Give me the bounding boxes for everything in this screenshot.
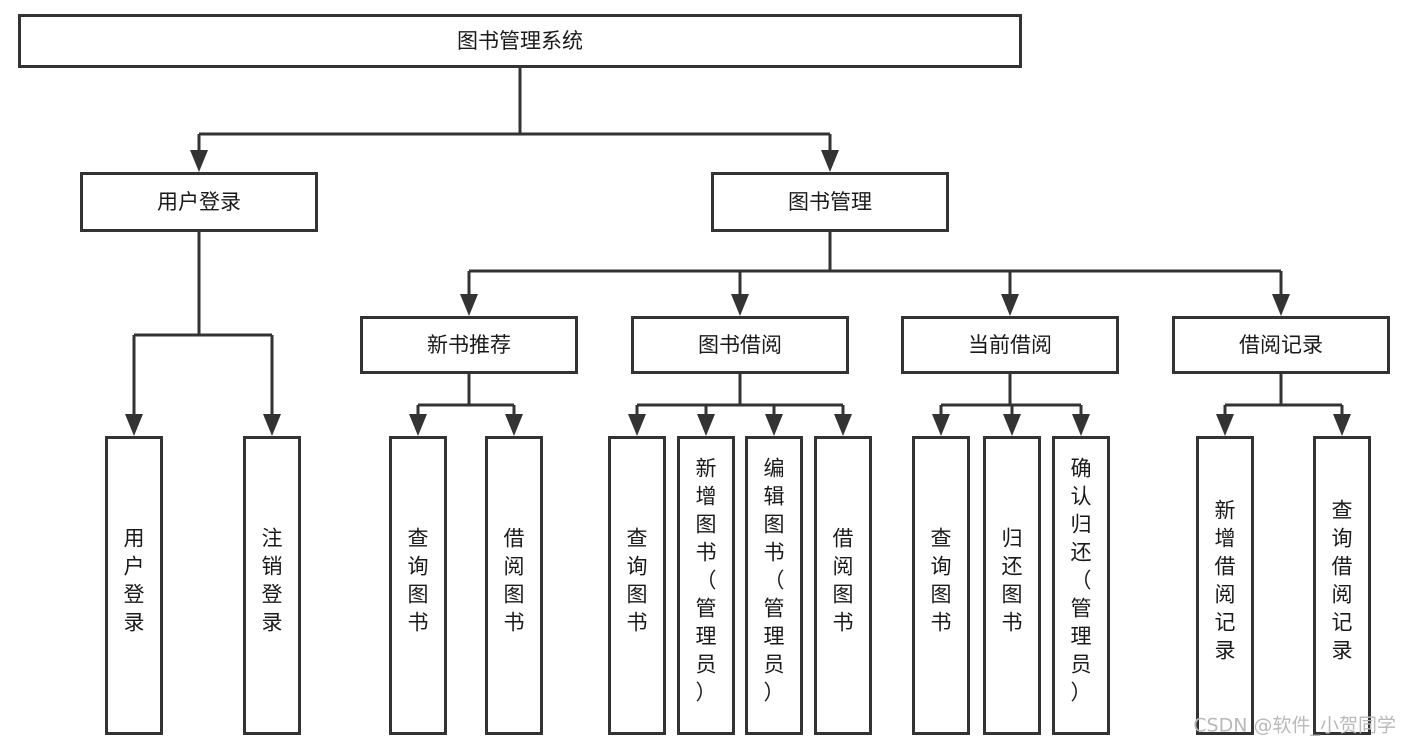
arrow-head-icon [1001, 294, 1019, 316]
watermark-label: CSDN @软件_小贺同学 [1193, 715, 1396, 737]
node-box[interactable] [677, 436, 735, 735]
node-label: 用户登录 [124, 527, 145, 635]
node-label: 编辑图书（管理员） [764, 457, 785, 705]
node-label: 确认归还（管理员） [1071, 457, 1092, 705]
node-box[interactable] [105, 436, 163, 735]
arrow-head-icon [409, 414, 427, 436]
connector-group [409, 374, 523, 436]
node-root[interactable]: 图书管理系统 [18, 14, 1022, 68]
arrow-head-icon [1272, 294, 1290, 316]
node-box[interactable] [745, 436, 803, 735]
arrow-head-icon [834, 414, 852, 436]
node-layer: 图书管理系统用户登录图书管理新书推荐图书借阅当前借阅借阅记录用户登录注销登录查询… [18, 14, 1390, 735]
node-label: 新增图书（管理员） [696, 457, 717, 705]
node-leaf-query-record[interactable]: 查询借阅记录 [1313, 436, 1371, 735]
node-label: 图书借阅 [698, 333, 782, 357]
node-label: 用户登录 [157, 190, 241, 214]
node-label: 借阅记录 [1239, 333, 1323, 357]
node-leaf-borrow-book-1[interactable]: 借阅图书 [485, 436, 543, 735]
arrow-head-icon [460, 294, 478, 316]
node-box[interactable] [901, 316, 1119, 374]
arrow-head-icon [190, 150, 208, 172]
arrow-head-icon [821, 150, 839, 172]
arrow-head-icon [628, 414, 646, 436]
arrow-head-icon [697, 414, 715, 436]
node-user-login[interactable]: 用户登录 [80, 172, 318, 232]
node-label: 归还图书 [1002, 527, 1023, 635]
node-box[interactable] [912, 436, 970, 735]
node-leaf-add-record[interactable]: 新增借阅记录 [1196, 436, 1254, 735]
node-label: 借阅图书 [833, 527, 854, 635]
node-box[interactable] [608, 436, 666, 735]
node-new-book-recommend[interactable]: 新书推荐 [360, 316, 578, 374]
arrow-head-icon [125, 414, 143, 436]
arrow-head-icon [1072, 414, 1090, 436]
node-leaf-query-book-3[interactable]: 查询图书 [912, 436, 970, 735]
node-box[interactable] [1052, 436, 1110, 735]
node-box[interactable] [1196, 436, 1254, 735]
node-box[interactable] [631, 316, 849, 374]
node-label: 图书管理系统 [457, 29, 583, 53]
node-leaf-user-login[interactable]: 用户登录 [105, 436, 163, 735]
connector-group [460, 232, 1290, 316]
node-label: 查询图书 [931, 527, 952, 635]
node-label: 图书管理 [788, 190, 872, 214]
arrow-head-icon [1333, 414, 1351, 436]
connector-group [932, 374, 1090, 436]
node-box[interactable] [80, 172, 318, 232]
connector-group [628, 374, 852, 436]
arrow-head-icon [505, 414, 523, 436]
node-label: 新增借阅记录 [1215, 499, 1236, 663]
arrow-head-icon [1216, 414, 1234, 436]
node-leaf-confirm-return[interactable]: 确认归还（管理员） [1052, 436, 1110, 735]
node-leaf-edit-book[interactable]: 编辑图书（管理员） [745, 436, 803, 735]
arrow-head-icon [731, 294, 749, 316]
node-box[interactable] [243, 436, 301, 735]
node-label: 查询图书 [408, 527, 429, 635]
node-box[interactable] [983, 436, 1041, 735]
node-leaf-return-book[interactable]: 归还图书 [983, 436, 1041, 735]
connector-layer [125, 68, 1351, 436]
arrow-head-icon [765, 414, 783, 436]
node-label: 查询图书 [627, 527, 648, 635]
node-box[interactable] [1172, 316, 1390, 374]
connector-group [1216, 374, 1351, 436]
connector-group [190, 68, 839, 172]
watermark-layer: CSDN @软件_小贺同学 [1193, 715, 1396, 737]
node-label: 注销登录 [262, 527, 283, 635]
node-label: 借阅图书 [504, 527, 525, 635]
node-leaf-query-book-1[interactable]: 查询图书 [389, 436, 447, 735]
node-box[interactable] [711, 172, 949, 232]
node-box[interactable] [389, 436, 447, 735]
node-current-borrow[interactable]: 当前借阅 [901, 316, 1119, 374]
node-box[interactable] [1313, 436, 1371, 735]
arrow-head-icon [932, 414, 950, 436]
node-box[interactable] [485, 436, 543, 735]
node-box[interactable] [814, 436, 872, 735]
node-book-manage[interactable]: 图书管理 [711, 172, 949, 232]
arrow-head-icon [1003, 414, 1021, 436]
node-label: 当前借阅 [968, 333, 1052, 357]
node-label: 新书推荐 [427, 333, 511, 357]
node-leaf-borrow-book-2[interactable]: 借阅图书 [814, 436, 872, 735]
node-leaf-logout[interactable]: 注销登录 [243, 436, 301, 735]
connector-group [125, 232, 281, 436]
node-box[interactable] [360, 316, 578, 374]
arrow-head-icon [263, 414, 281, 436]
node-leaf-add-book[interactable]: 新增图书（管理员） [677, 436, 735, 735]
node-label: 查询借阅记录 [1332, 499, 1353, 663]
node-book-borrow[interactable]: 图书借阅 [631, 316, 849, 374]
node-borrow-record[interactable]: 借阅记录 [1172, 316, 1390, 374]
node-box[interactable] [18, 14, 1022, 68]
node-leaf-query-book-2[interactable]: 查询图书 [608, 436, 666, 735]
